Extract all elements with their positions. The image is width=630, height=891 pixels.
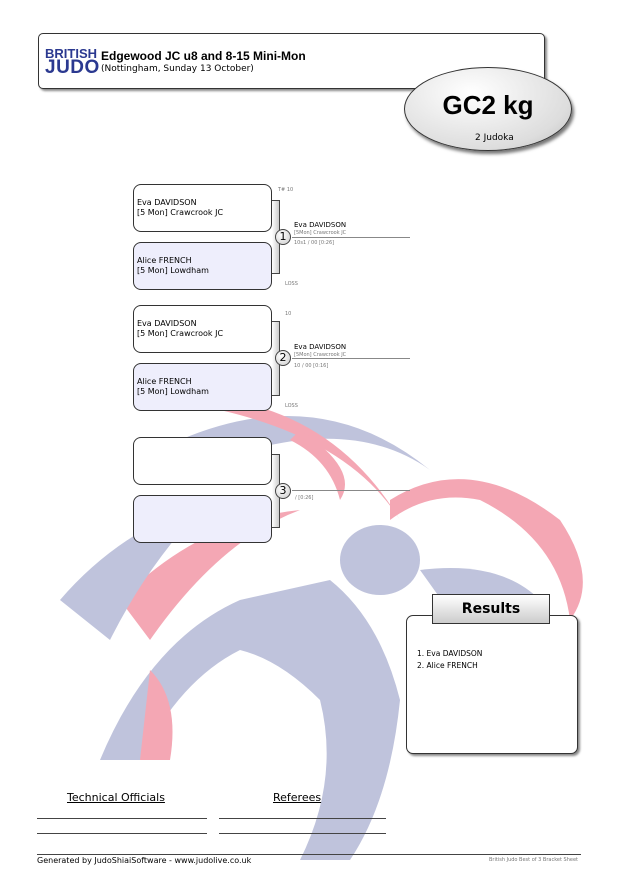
match-number: 2: [275, 350, 291, 366]
competitor-white-box[interactable]: [133, 437, 272, 485]
competitor-club: [5 Mon] Crawcrook JC: [137, 329, 224, 338]
logo-line1: BRITISH: [45, 46, 97, 61]
category-badge: GC2 kg 2 Judoka: [404, 67, 572, 151]
event-title: Edgewood JC u8 and 8-15 Mini-Mon: [101, 49, 306, 63]
winner-line: [292, 237, 410, 238]
technical-officials-label: Technical Officials: [67, 791, 165, 804]
event-subtitle: (Nottingham, Sunday 13 October): [101, 64, 254, 74]
winner-line: [292, 490, 410, 491]
generated-by: Generated by JudoShiaiSoftware - www.jud…: [37, 856, 252, 865]
sheet-name: British Judo Best of 3 Bracket Sheet: [489, 857, 578, 863]
results-banner: Results: [432, 594, 550, 624]
logo-line2: JUDO: [45, 57, 100, 78]
result-item: 2. Alice FRENCH: [417, 661, 478, 670]
competitor-blue-box[interactable]: Alice FRENCH[5 Mon] Lowdham: [133, 242, 272, 290]
winner-name: Eva DAVIDSON: [294, 343, 347, 351]
competitor-name: Alice FRENCH: [137, 377, 192, 386]
results-panel: 1. Eva DAVIDSON 2. Alice FRENCH: [406, 615, 578, 754]
competitor-name: Eva DAVIDSON: [137, 198, 197, 207]
signature-line: [219, 818, 386, 819]
match-result: 10 / 00 [0:16]: [294, 363, 329, 369]
winner-club: [5Mon] Crawcrook JC: [294, 352, 347, 358]
competitor-club: [5 Mon] Lowdham: [137, 266, 209, 275]
signature-line: [37, 818, 207, 819]
competitor-name: Eva DAVIDSON: [137, 319, 197, 328]
match-result: 10s1 / 00 [0:26]: [294, 240, 335, 246]
result-item: 1. Eva DAVIDSON: [417, 649, 483, 658]
referees-label: Referees: [273, 791, 322, 804]
winner-name: Eva DAVIDSON: [294, 221, 347, 229]
footer-divider: [37, 854, 581, 855]
competitor-blue-box[interactable]: [133, 495, 272, 543]
top-score: 10: [285, 311, 292, 317]
top-score: T# 10: [278, 187, 294, 193]
competitor-white-box[interactable]: Eva DAVIDSON[5 Mon] Crawcrook JC: [133, 184, 272, 232]
competitor-club: [5 Mon] Crawcrook JC: [137, 208, 224, 217]
match-number: 1: [275, 229, 291, 245]
competitor-white-box[interactable]: Eva DAVIDSON[5 Mon] Crawcrook JC: [133, 305, 272, 353]
match-number: 3: [275, 483, 291, 499]
signature-line: [37, 833, 207, 834]
match-result: / [0:26]: [295, 495, 314, 501]
signature-line: [219, 833, 386, 834]
results-list: 1. Eva DAVIDSON 2. Alice FRENCH: [417, 648, 482, 672]
judoka-count: 2 Judoka: [475, 133, 514, 143]
weight-category: GC2 kg: [442, 90, 534, 120]
loss-label: LOSS: [285, 281, 298, 287]
winner-club: [5Mon] Crawcrook JC: [294, 230, 347, 236]
competitor-blue-box[interactable]: Alice FRENCH[5 Mon] Lowdham: [133, 363, 272, 411]
competitor-club: [5 Mon] Lowdham: [137, 387, 209, 396]
competitor-name: Alice FRENCH: [137, 256, 192, 265]
winner-line: [292, 358, 410, 359]
loss-label: LOSS: [285, 403, 298, 409]
